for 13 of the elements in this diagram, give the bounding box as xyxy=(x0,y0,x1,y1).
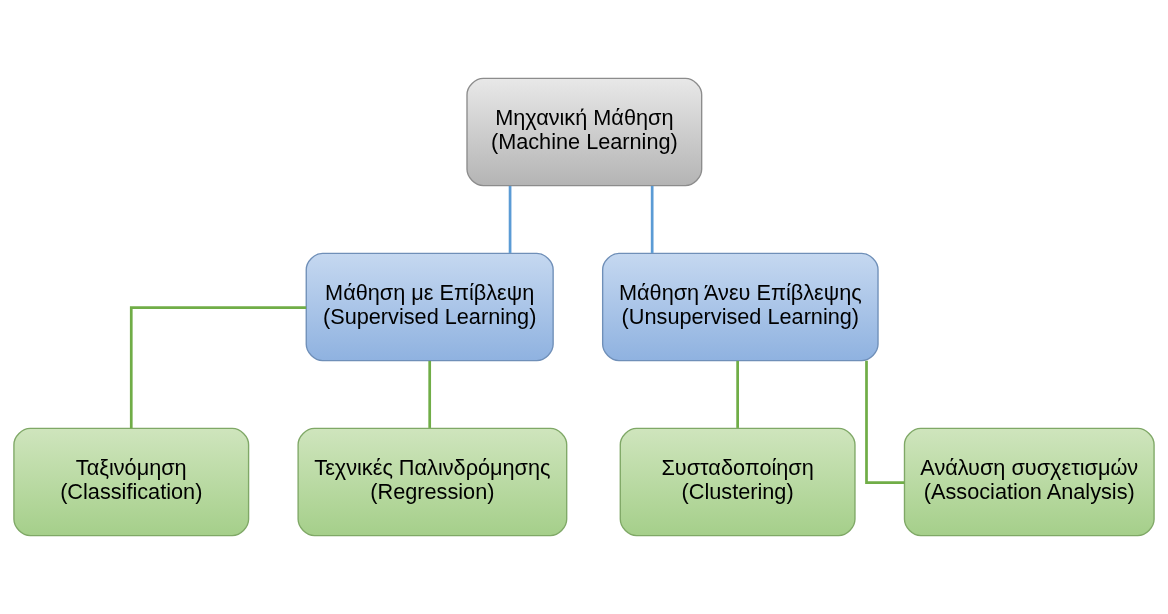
node-box: Ταξινόμηση (Classification) xyxy=(13,427,250,537)
connector xyxy=(736,360,739,428)
node-box: Τεχνικές Παλινδρόμησης (Regression) xyxy=(297,427,568,537)
node-box: Ανάλυση συσχετισμών (Association Analysis) xyxy=(903,427,1155,537)
connector xyxy=(650,185,654,253)
connector xyxy=(129,306,307,429)
node-box: Μάθηση με Επίβλεψη (Supervised Learning) xyxy=(305,252,554,362)
node-box: Μηχανική Μάθηση (Machine Learning) xyxy=(466,77,703,187)
connector xyxy=(508,185,512,253)
node-box: Μάθηση Άνευ Επίβλεψης (Unsupervised Learning) xyxy=(601,252,879,362)
connector xyxy=(865,360,905,485)
connector xyxy=(428,360,432,428)
node-box: Συσταδοποίηση (Clustering) xyxy=(619,427,856,537)
